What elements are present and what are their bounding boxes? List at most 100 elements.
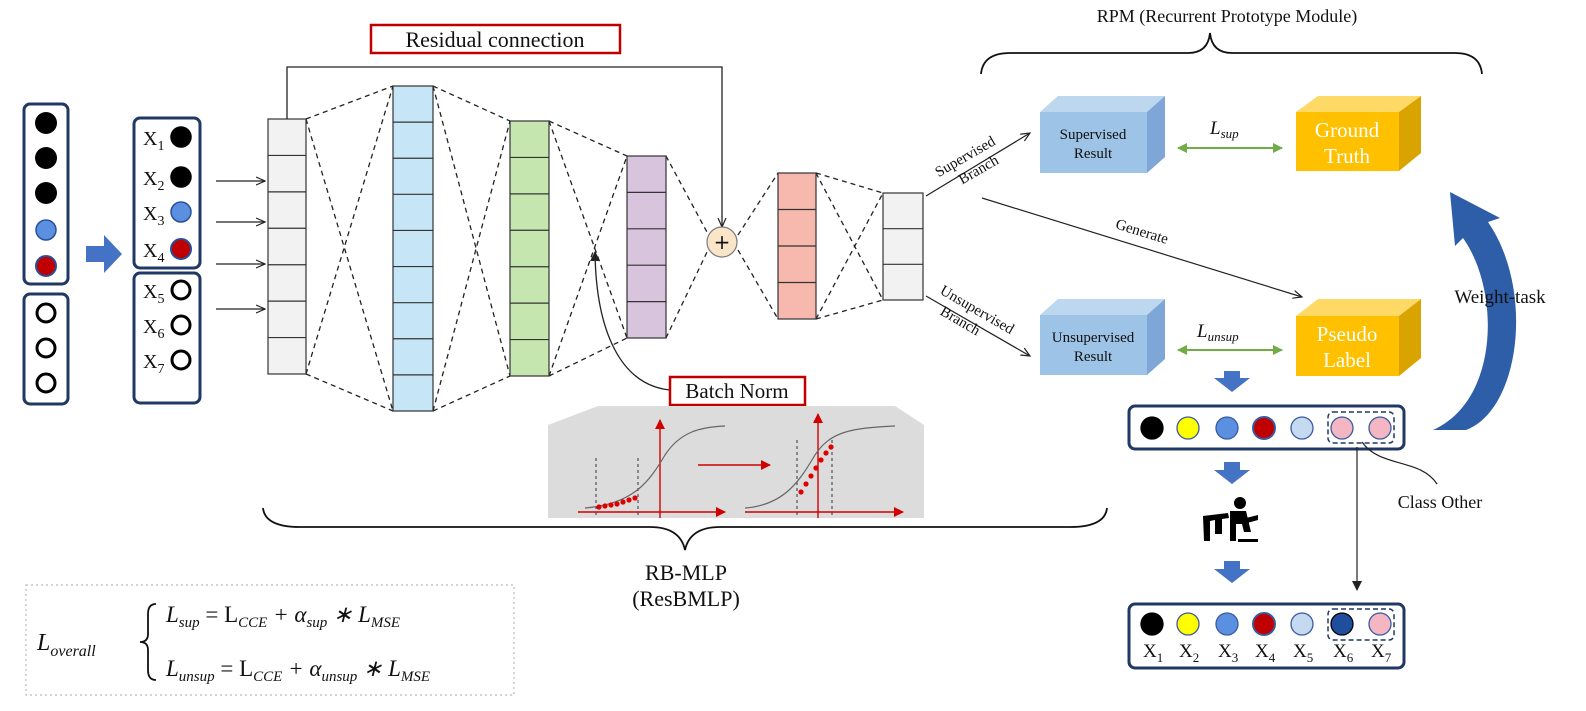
equation-box <box>25 584 515 696</box>
mlp-connections <box>305 85 884 412</box>
rbmlp-sublabel: (ResBMLP) <box>632 586 740 611</box>
svg-text:Batch Norm: Batch Norm <box>685 379 788 403</box>
labeled-variables-panel <box>132 116 202 270</box>
input-arrows <box>216 181 265 309</box>
class-dot <box>1215 416 1239 440</box>
equation-lhs: Loverall <box>36 630 96 660</box>
class-dot-label: X5 <box>1293 641 1313 665</box>
class-dot <box>1252 416 1276 440</box>
sum-node: + <box>706 226 738 258</box>
class-dot-label: X1 <box>1143 641 1163 665</box>
residual-connection-line <box>286 66 722 227</box>
down-arrow-2-icon <box>1214 462 1250 484</box>
variable-label: X1 <box>143 128 164 154</box>
weight-task-label: Weight-task <box>1454 287 1546 308</box>
equation-sup: Lsup = LCCE + αsup ∗ LMSE <box>165 602 400 631</box>
class-dot <box>1252 612 1276 636</box>
supervised-branch-arrow <box>925 133 1030 197</box>
class-dot <box>1176 416 1200 440</box>
unsupervised-branch-label: Unsupervised Branch <box>937 283 1017 340</box>
hidden-layer-2 <box>509 120 550 377</box>
pseudo-prediction-dots <box>1140 416 1392 440</box>
input-transfer-arrow-icon <box>86 235 122 273</box>
generate-arrow <box>981 197 1302 297</box>
class-dot <box>1368 612 1392 636</box>
variable-dot <box>170 238 192 260</box>
final-prediction-dots: X1 X2 X3 X4 X5 X6 X7 <box>1140 612 1392 665</box>
output-layer <box>882 192 924 301</box>
variable-label: X2 <box>143 168 164 194</box>
human-annotator-icon <box>1203 497 1258 542</box>
unlabeled-variables-panel <box>132 271 202 405</box>
supervised-result-box: Supervised Result <box>1040 96 1165 173</box>
class-dot <box>1368 416 1392 440</box>
variable-dot <box>170 201 192 223</box>
variable-dot <box>170 126 192 148</box>
pseudo-label-box: Pseudo Label <box>1296 299 1421 376</box>
variable-label: X7 <box>143 351 164 377</box>
svg-text:Label: Label <box>1323 348 1371 372</box>
variable-label: X4 <box>143 240 164 266</box>
svg-text:Generate: Generate <box>1114 217 1171 248</box>
class-dot-label: X4 <box>1255 641 1276 665</box>
svg-text:Result: Result <box>1074 146 1113 162</box>
loss-unsup-label: Lunsup <box>1196 321 1239 344</box>
ground-truth-box: Ground Truth <box>1296 96 1421 171</box>
raw-unlabeled-panel <box>22 292 70 406</box>
rpm-title: RPM (Recurrent Prototype Module) <box>1097 6 1357 27</box>
class-other-pointer <box>1361 441 1438 485</box>
svg-text:+: + <box>714 230 731 254</box>
unsupervised-result-box: Unsupervised Result <box>1040 299 1165 375</box>
batch-norm-pointer <box>590 251 671 391</box>
down-arrow-1-icon <box>1214 371 1250 392</box>
class-dot <box>1290 612 1314 636</box>
class-dot <box>1140 612 1164 636</box>
variable-dot <box>170 279 192 301</box>
variable-dot <box>170 349 192 371</box>
class-dot-label: X3 <box>1218 641 1238 665</box>
variable-dot <box>170 314 192 336</box>
svg-text:Truth: Truth <box>1324 144 1370 168</box>
class-other-label: Class Other <box>1398 492 1483 512</box>
loss-sup-label: Lsup <box>1209 118 1239 141</box>
svg-text:Ground: Ground <box>1315 118 1380 142</box>
class-dot <box>1215 612 1239 636</box>
svg-text:Result: Result <box>1074 349 1113 365</box>
raw-input-panel <box>22 102 70 286</box>
class-dot-label: X2 <box>1179 641 1199 665</box>
generate-label: Generate <box>1114 217 1171 248</box>
class-dot <box>1140 416 1164 440</box>
class-dot-label: X7 <box>1371 641 1392 665</box>
variable-label: X3 <box>143 203 164 229</box>
hidden-layer-1 <box>392 85 434 412</box>
class-dot <box>1330 416 1354 440</box>
batch-norm-illustration <box>548 406 924 518</box>
svg-text:Supervised: Supervised <box>1060 127 1127 143</box>
hidden-layer-4 <box>777 172 817 320</box>
equation-unsup: Lunsup = LCCE + αunsup ∗ LMSE <box>165 656 430 685</box>
input-layer <box>267 118 307 375</box>
rpm-brace <box>980 32 1483 75</box>
unsupervised-branch-arrow <box>925 295 1030 356</box>
class-dot <box>1176 612 1200 636</box>
svg-text:Pseudo: Pseudo <box>1317 322 1378 346</box>
residual-connection-label: Residual connection <box>369 23 622 55</box>
variable-dot <box>170 166 192 188</box>
mlp-layers <box>267 85 924 412</box>
variable-label: X6 <box>143 316 164 342</box>
down-arrow-3-icon <box>1214 561 1250 583</box>
variable-label: X5 <box>143 281 164 307</box>
rbmlp-brace <box>262 507 1108 551</box>
supervised-branch-label: Supervised Branch <box>933 133 1002 188</box>
class-dot-label: X6 <box>1333 641 1354 665</box>
rbmlp-label: RB-MLP <box>645 560 727 585</box>
svg-text:Unsupervised: Unsupervised <box>1052 330 1135 346</box>
batch-norm-label: Batch Norm <box>668 375 807 407</box>
weight-task-arrow-icon <box>1433 192 1517 430</box>
hidden-layer-3 <box>626 155 667 339</box>
class-dot <box>1290 416 1314 440</box>
class-dot <box>1330 612 1354 636</box>
svg-text:Residual connection: Residual connection <box>405 27 584 52</box>
